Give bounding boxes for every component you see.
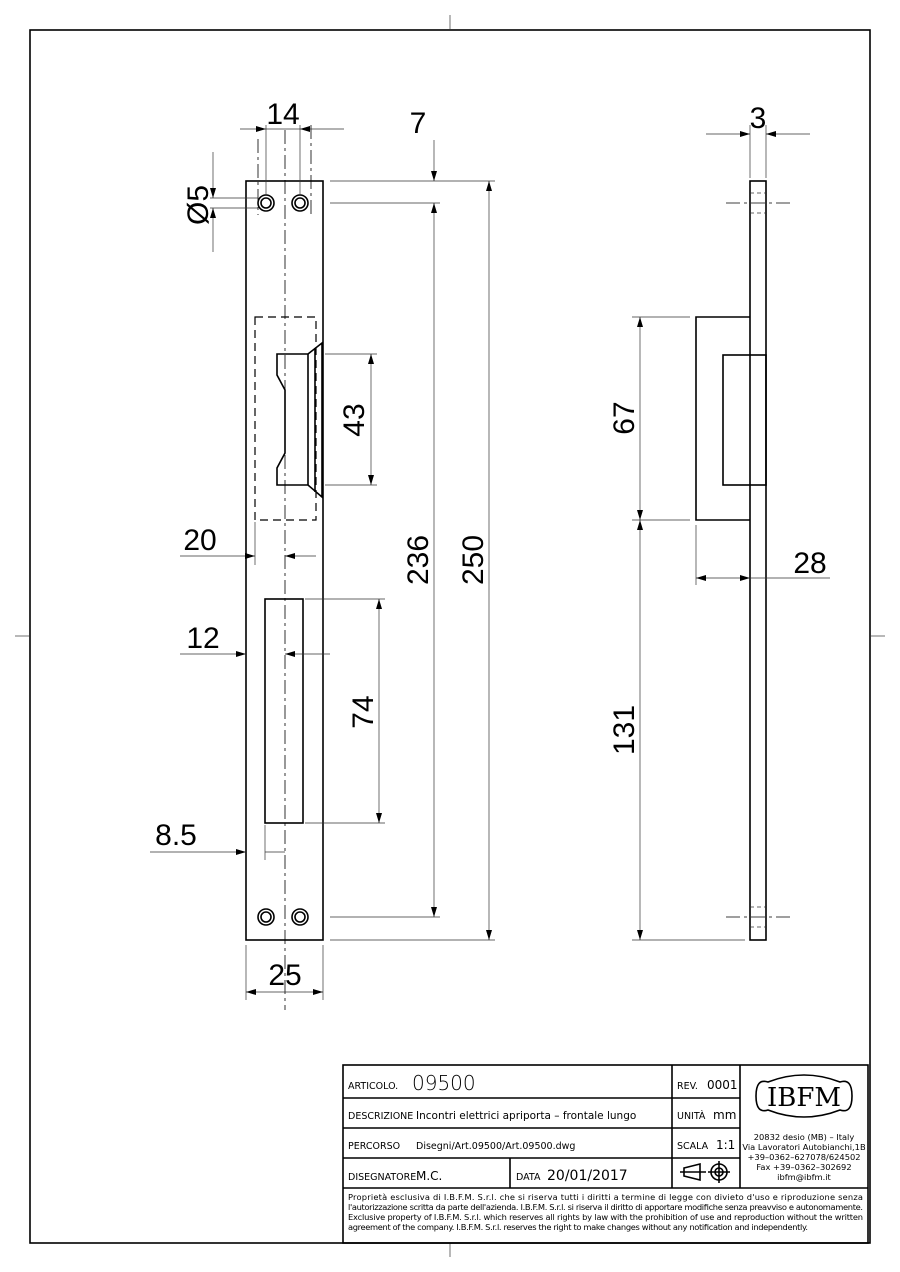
disclaimer-line: l'autorizzazione scritta da parte dell'a… — [348, 1202, 863, 1212]
disclaimer-line: Proprietà esclusiva di I.B.F.M. S.r.l. c… — [348, 1192, 863, 1202]
dim-25: 25 — [268, 959, 301, 992]
ibfm-logo: IBFM — [755, 1074, 853, 1118]
dim-3: 3 — [750, 102, 767, 135]
dim-7: 7 — [410, 107, 427, 140]
dim-43: 43 — [338, 403, 371, 436]
rev-label: REV. — [677, 1081, 698, 1092]
unita-label: UNITÀ — [677, 1110, 706, 1122]
dim-8-5: 8.5 — [155, 819, 197, 852]
descrizione-label: DESCRIZIONE — [348, 1111, 413, 1122]
dim-14: 14 — [266, 98, 299, 131]
dim-131: 131 — [608, 705, 641, 755]
data-value: 20/01/2017 — [547, 1168, 628, 1184]
dim-20: 20 — [183, 524, 216, 557]
articolo-value: 09500 — [412, 1071, 476, 1095]
side-view — [695, 180, 790, 941]
dim-28: 28 — [793, 547, 826, 580]
rev-value: 0001 — [707, 1078, 738, 1092]
dim-hole-diameter: Ø5 — [182, 185, 215, 225]
address-line: 20832 desio (MB) – Italy — [754, 1132, 855, 1142]
articolo-label: ARTICOLO. — [348, 1081, 398, 1092]
dimension-labels: 14 7 3 Ø5 43 67 20 236 250 28 12 74 131 … — [155, 98, 827, 992]
drawing-border — [29, 29, 871, 1244]
percorso-label: PERCORSO — [348, 1141, 400, 1152]
logo-text: IBFM — [767, 1083, 841, 1113]
address-line: Via Lavoratori Autobianchi,1B — [742, 1142, 866, 1152]
dimension-lines — [150, 125, 830, 1000]
disclaimer-line: agreement of the company. I.B.F.M. S.r.l… — [348, 1222, 808, 1232]
front-view — [245, 125, 324, 1010]
descrizione-value: Incontri elettrici apriporta – frontale … — [416, 1110, 636, 1122]
disegnatore-label: DISEGNATORE — [348, 1172, 416, 1183]
projection-symbol-icon — [680, 1161, 730, 1183]
dim-67: 67 — [608, 401, 641, 434]
scala-label: SCALA — [677, 1141, 709, 1152]
phone: +39–0362–627078/624502 — [747, 1152, 860, 1162]
dim-250: 250 — [457, 535, 490, 585]
dim-236: 236 — [402, 535, 435, 585]
title-block: ARTICOLO. 09500 REV. 0001 DESCRIZIONE In… — [342, 1064, 869, 1244]
scala-value: 1:1 — [716, 1138, 735, 1152]
fax: Fax +39–0362–302692 — [756, 1162, 851, 1172]
unita-value: mm — [713, 1108, 736, 1122]
email: ibfm@ibfm.it — [777, 1172, 831, 1182]
disclaimer-line: Exclusive property of I.B.F.M. S.r.l. wh… — [348, 1212, 863, 1222]
data-label: DATA — [516, 1172, 541, 1183]
disegnatore-value: M.C. — [416, 1169, 442, 1183]
dim-74: 74 — [347, 695, 380, 728]
percorso-value: Disegni/Art.09500/Art.09500.dwg — [416, 1141, 575, 1152]
dim-12: 12 — [186, 622, 219, 655]
